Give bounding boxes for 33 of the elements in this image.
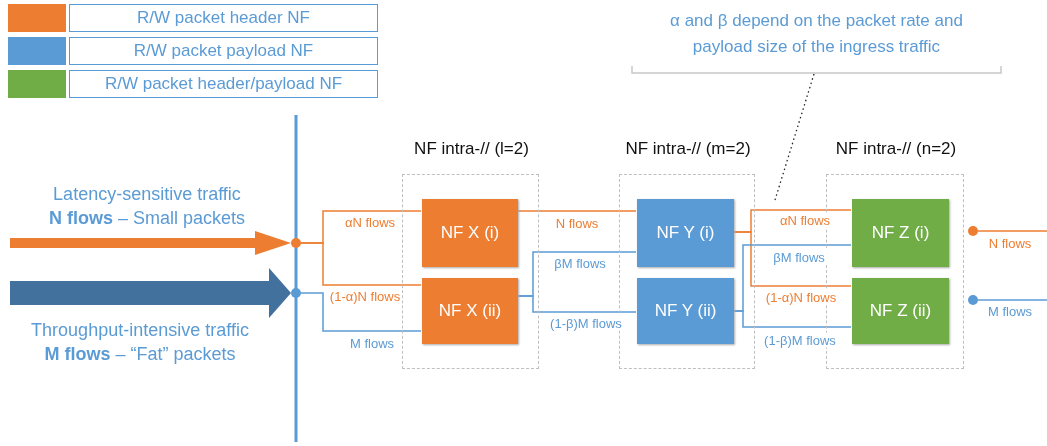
edge-label: (1-β)M flows bbox=[548, 315, 624, 331]
group-heading: NF intra-// (m=2) bbox=[624, 139, 752, 159]
legend-label: R/W packet header/payload NF bbox=[69, 70, 378, 98]
process-box: NF Z (ii) bbox=[852, 278, 949, 344]
legend-label: R/W packet payload NF bbox=[69, 37, 378, 65]
traffic-label: M flows – “Fat” packets bbox=[43, 344, 237, 365]
connector bbox=[977, 299, 1047, 301]
process-box: NF Y (i) bbox=[637, 199, 734, 267]
connector bbox=[977, 230, 1047, 232]
junction-dot bbox=[968, 226, 978, 236]
legend-label: R/W packet header NF bbox=[69, 4, 378, 32]
leader-line bbox=[774, 73, 815, 201]
block-arrow bbox=[10, 268, 291, 318]
process-box: NF Z (i) bbox=[852, 199, 949, 267]
edge-label: (1-α)N flows bbox=[763, 289, 839, 305]
connector bbox=[300, 292, 422, 332]
group-heading: NF intra-// (l=2) bbox=[413, 139, 530, 159]
edge-label: αN flows bbox=[777, 212, 833, 228]
traffic-label: N flows – Small packets bbox=[47, 208, 247, 229]
edge-label: βM flows bbox=[771, 249, 827, 265]
group-heading: NF intra-// (n=2) bbox=[834, 139, 958, 159]
connector bbox=[300, 242, 422, 286]
traffic-label: Latency-sensitive traffic bbox=[52, 184, 242, 205]
process-box: NF X (ii) bbox=[422, 278, 518, 344]
traffic-label: Throughput-intensive traffic bbox=[30, 320, 250, 341]
junction-dot bbox=[291, 288, 301, 298]
edge-label: (1-β)M flows bbox=[762, 332, 838, 348]
block-arrow bbox=[10, 231, 291, 255]
note-text: α and β depend on the packet rate and payload size of the ingress traffic bbox=[669, 10, 964, 58]
process-box: NF X (i) bbox=[422, 199, 518, 267]
process-box: NF Y (ii) bbox=[637, 278, 734, 344]
junction-dot bbox=[291, 238, 301, 248]
junction-dot bbox=[968, 295, 978, 305]
